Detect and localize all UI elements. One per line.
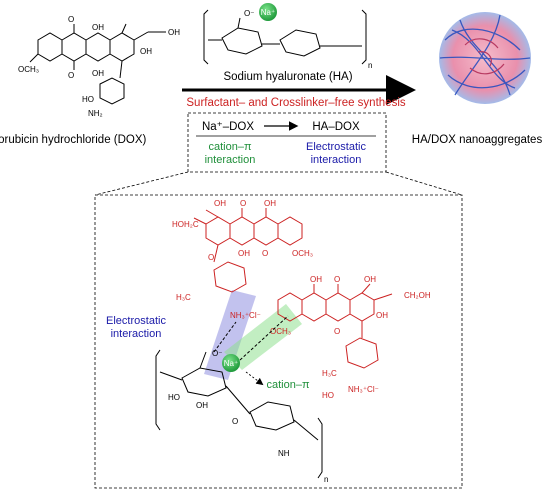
atom-label: NH₃⁺Cl⁻ bbox=[230, 311, 261, 320]
atom-label: OH bbox=[196, 401, 208, 410]
atom-label: O bbox=[240, 199, 246, 208]
atom-label: n bbox=[324, 475, 328, 484]
atom-label: HO bbox=[168, 393, 180, 402]
dox-structure-2 bbox=[277, 283, 393, 369]
atom-label: O bbox=[68, 71, 74, 80]
atom-label: O bbox=[208, 253, 214, 262]
detail-interaction: interaction bbox=[111, 328, 162, 340]
atom-label: HOH₂C bbox=[172, 220, 199, 229]
electrostatic-band bbox=[204, 290, 256, 380]
ha-top-labels: O⁻ n bbox=[244, 9, 372, 70]
zoom-line-right bbox=[385, 171, 463, 196]
atom-label: OH bbox=[92, 23, 104, 32]
cation-pi-band bbox=[224, 304, 302, 370]
electrostatic-link bbox=[213, 321, 237, 353]
ha-label: Sodium hyaluronate (HA) bbox=[223, 71, 352, 83]
step1-interaction: interaction bbox=[205, 154, 256, 166]
detail-cation-pi: cation–π bbox=[266, 379, 309, 391]
dox1-labels: HOH₂C OH O OH OH O OCH₃ H₃C NH₃⁺Cl⁻ O bbox=[172, 199, 313, 320]
na-ion-label: Na⁺ bbox=[261, 8, 275, 17]
atom-label: NH₃⁺Cl⁻ bbox=[348, 385, 379, 394]
cation-pi-link bbox=[239, 315, 289, 361]
cation-pi-pointer bbox=[245, 371, 264, 386]
dox-top-labels: O OH O OH OCH₃ OH OH NH₂ HO bbox=[18, 15, 180, 118]
atom-label: O bbox=[334, 275, 340, 284]
atom-label: OH bbox=[168, 28, 180, 37]
na-ion-detail: Na⁺ bbox=[222, 354, 240, 372]
atom-label: OH bbox=[376, 311, 388, 320]
atom-label: H₃C bbox=[322, 369, 337, 378]
ha-structure-bottom bbox=[155, 349, 323, 479]
steps-box bbox=[187, 112, 387, 173]
atom-label: NH₂ bbox=[88, 109, 103, 118]
atom-label: O⁻ bbox=[212, 349, 222, 358]
step2-interaction: interaction bbox=[311, 154, 362, 166]
atom-label: OH bbox=[214, 199, 226, 208]
dox2-labels: CH₂OH OH O OH OH O OCH₃ H₃C NH₃⁺Cl⁻ HO bbox=[270, 275, 431, 400]
detail-electrostatic: Electrostatic bbox=[106, 315, 166, 327]
step1-cation-pi: cation–π bbox=[208, 141, 251, 153]
atom-label: O⁻ bbox=[244, 9, 254, 18]
atom-label: HO bbox=[322, 391, 334, 400]
na-ion-top: Na⁺ bbox=[259, 3, 277, 21]
atom-label: O bbox=[68, 15, 74, 24]
atom-label: OCH₃ bbox=[292, 249, 313, 258]
dox-structure-1 bbox=[193, 208, 303, 293]
atom-label: HO bbox=[82, 95, 94, 104]
atom-label: H₃C bbox=[176, 293, 191, 302]
product-label: HA/DOX nanoaggregates bbox=[412, 134, 543, 146]
na-ion-detail-label: Na⁺ bbox=[224, 359, 238, 368]
atom-label: O bbox=[262, 249, 268, 258]
atom-label: OCH₃ bbox=[270, 327, 291, 336]
step2-label: HA–DOX bbox=[312, 121, 360, 133]
ha-structure-top bbox=[203, 9, 367, 65]
atom-label: OH bbox=[310, 275, 322, 284]
atom-label: CH₂OH bbox=[404, 291, 431, 300]
atom-label: OCH₃ bbox=[18, 65, 39, 74]
synthesis-label: Surfactant– and Crosslinker–free synthes… bbox=[186, 97, 405, 109]
dox-structure-top bbox=[29, 23, 166, 105]
atom-label: O bbox=[232, 417, 238, 426]
dox-label: Doxorubicin hydrochloride (DOX) bbox=[0, 134, 147, 146]
nanoaggregate-illustration bbox=[439, 12, 531, 104]
atom-label: OH bbox=[92, 69, 104, 78]
atom-label: OH bbox=[140, 47, 152, 56]
atom-label: n bbox=[368, 61, 372, 70]
atom-label: OH bbox=[264, 199, 276, 208]
atom-label: O bbox=[334, 327, 340, 336]
zoom-line-left bbox=[94, 171, 189, 196]
atom-label: OH bbox=[364, 275, 376, 284]
step1-label: Na⁺–DOX bbox=[202, 121, 254, 133]
ha-bottom-labels: O⁻ HO OH O NH n bbox=[168, 349, 328, 484]
step2-electrostatic: Electrostatic bbox=[306, 141, 366, 153]
atom-label: OH bbox=[238, 249, 250, 258]
atom-label: NH bbox=[278, 449, 290, 458]
